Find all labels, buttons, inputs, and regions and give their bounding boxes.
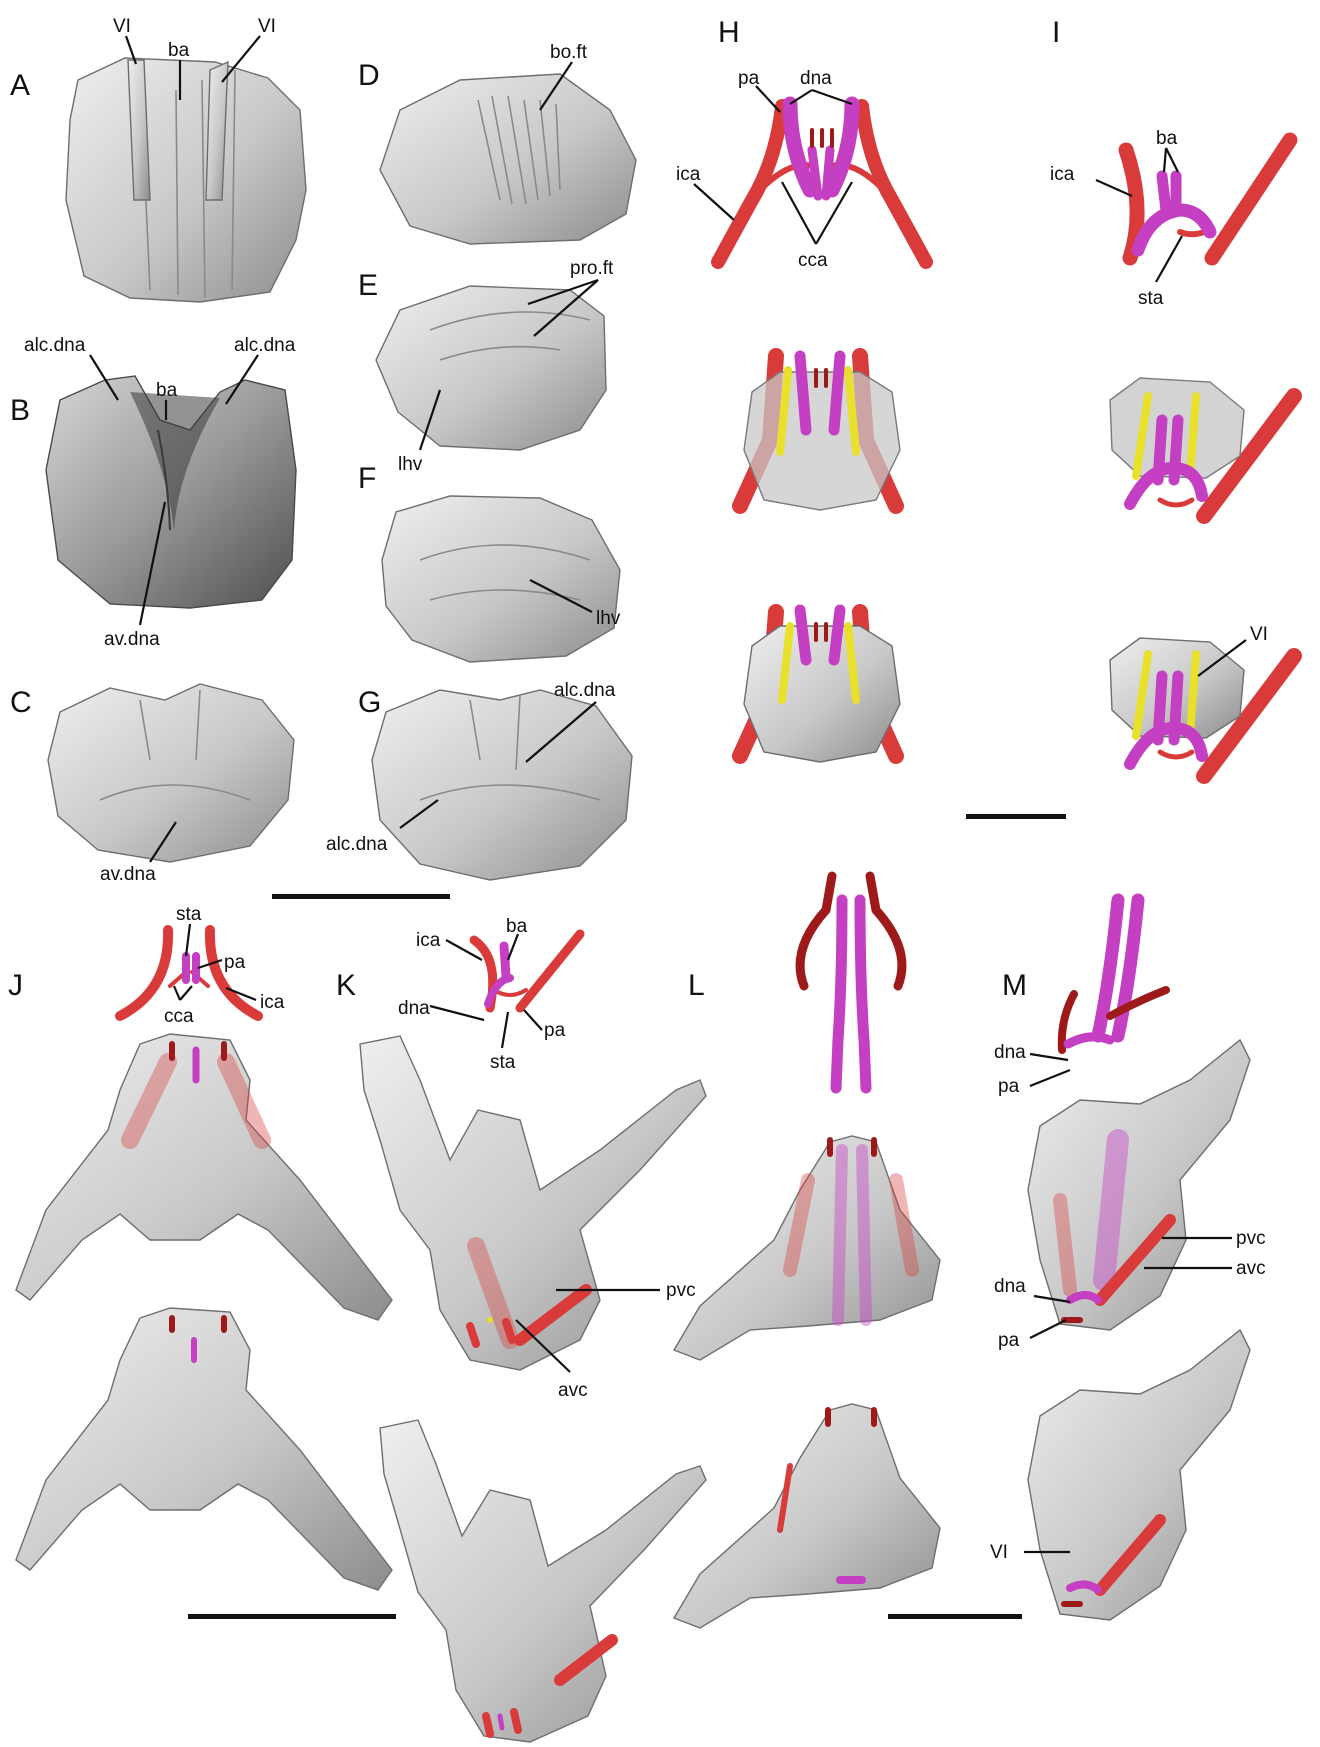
label-m-pa-top: pa xyxy=(998,1076,1020,1097)
panel-j: J sta pa cca ica xyxy=(8,904,392,1590)
panel-g: G alc.dna alc.dna xyxy=(326,680,632,880)
label-f-lhv: lhv xyxy=(596,608,621,629)
label-h-cca: cca xyxy=(798,250,828,271)
panel-letter-h: H xyxy=(718,16,740,49)
panel-i: I ba ica sta VI xyxy=(1050,16,1294,776)
label-k-sta: sta xyxy=(490,1052,516,1073)
panel-h-vessel-model xyxy=(718,104,926,262)
panel-c: C av.dna xyxy=(10,684,294,885)
scale-bar-h-i xyxy=(966,814,1066,819)
panel-letter-k: K xyxy=(336,969,356,1002)
panel-j-transparent-braincase xyxy=(16,1034,392,1320)
label-i-ba: ba xyxy=(1156,128,1178,149)
panel-j-vessel-model xyxy=(120,930,258,1016)
panel-l-vessel-model xyxy=(800,876,902,1088)
scale-bar-a-g xyxy=(272,894,450,899)
label-b-ba: ba xyxy=(156,380,178,401)
panel-m-opaque-braincase xyxy=(1028,1330,1250,1620)
panel-a: A VI ba VI xyxy=(10,16,306,302)
panel-l: L xyxy=(674,876,940,1628)
label-i-sta: sta xyxy=(1138,288,1164,309)
panel-m-transparent-braincase xyxy=(1028,1040,1250,1330)
panel-k-vessel-model xyxy=(474,934,580,1008)
panel-h-transparent-bone-model xyxy=(740,356,900,510)
panel-e: E pro.ft lhv xyxy=(358,258,614,475)
panel-letter-a: A xyxy=(10,69,30,102)
panel-m-vessel-model xyxy=(1062,900,1166,1050)
label-j-cca: cca xyxy=(164,1006,194,1027)
label-e-pro-ft: pro.ft xyxy=(570,258,614,279)
panel-h: H pa dna ica cca xyxy=(676,16,926,762)
panel-f-basioccipital xyxy=(382,496,620,662)
panel-letter-f: F xyxy=(358,462,376,495)
label-m-dna: dna xyxy=(994,1276,1026,1297)
panel-letter-e: E xyxy=(358,269,378,302)
label-k-avc: avc xyxy=(558,1380,588,1401)
panel-a-basioccipital xyxy=(66,58,306,302)
label-k-ica: ica xyxy=(416,930,441,951)
panel-d: D bo.ft xyxy=(358,42,636,244)
panel-k-transparent-braincase xyxy=(360,1036,706,1370)
panel-letter-c: C xyxy=(10,686,32,719)
label-k-ba: ba xyxy=(506,916,528,937)
panel-letter-g: G xyxy=(358,686,381,719)
label-j-pa: pa xyxy=(224,952,246,973)
panel-l-opaque-braincase xyxy=(674,1404,940,1628)
label-j-ica: ica xyxy=(260,992,285,1013)
label-h-ica: ica xyxy=(676,164,701,185)
label-h-pa: pa xyxy=(738,68,760,89)
panel-e-basioccipital xyxy=(376,286,606,450)
label-i-ica: ica xyxy=(1050,164,1075,185)
label-m-pa: pa xyxy=(998,1330,1020,1351)
panel-b: B alc.dna ba alc.dna av.dna xyxy=(10,335,296,650)
label-m-pvc: pvc xyxy=(1236,1228,1266,1249)
label-h-dna: dna xyxy=(800,68,832,89)
label-m-avc: avc xyxy=(1236,1258,1266,1279)
panel-i-opaque-bone-model xyxy=(1110,638,1294,776)
label-c-av-dna: av.dna xyxy=(100,864,156,885)
label-e-lhv: lhv xyxy=(398,454,423,475)
label-m-dna-top: dna xyxy=(994,1042,1026,1063)
label-a-ba: ba xyxy=(168,40,190,61)
label-i-vi: VI xyxy=(1250,624,1268,645)
panel-j-opaque-braincase xyxy=(16,1308,392,1590)
label-a-vi-left: VI xyxy=(113,16,131,37)
panel-i-vessel-model xyxy=(1126,140,1290,258)
panel-letter-j: J xyxy=(8,969,23,1002)
label-b-av-dna: av.dna xyxy=(104,629,160,650)
panel-l-transparent-braincase xyxy=(674,1136,940,1360)
label-b-alc-dna-right: alc.dna xyxy=(234,335,296,356)
panel-letter-d: D xyxy=(358,59,380,92)
panel-letter-l: L xyxy=(688,969,705,1002)
panel-k-opaque-braincase xyxy=(380,1420,706,1742)
panel-letter-b: B xyxy=(10,394,30,427)
scale-bar-l-m xyxy=(888,1614,1022,1619)
label-k-dna: dna xyxy=(398,998,430,1019)
panel-letter-i: I xyxy=(1052,16,1060,49)
scale-bar-j-k xyxy=(188,1614,396,1619)
panel-c-basioccipital xyxy=(48,684,294,862)
panel-letter-m: M xyxy=(1002,969,1027,1002)
label-m-vi: VI xyxy=(990,1542,1008,1563)
panel-f: F lhv xyxy=(358,462,621,662)
label-k-pvc: pvc xyxy=(666,1280,696,1301)
label-g-alc-dna-top: alc.dna xyxy=(554,680,616,701)
label-d-bo-ft: bo.ft xyxy=(550,42,588,63)
panel-h-opaque-bone-model xyxy=(740,610,900,762)
label-b-alc-dna-left: alc.dna xyxy=(24,335,86,356)
label-g-alc-dna-bottom: alc.dna xyxy=(326,834,388,855)
label-a-vi-right: VI xyxy=(258,16,276,37)
panel-i-transparent-bone-model xyxy=(1110,378,1294,516)
panel-m: M dna pa pvc dna avc pa xyxy=(990,900,1266,1620)
label-j-sta: sta xyxy=(176,904,202,925)
label-k-pa: pa xyxy=(544,1020,566,1041)
